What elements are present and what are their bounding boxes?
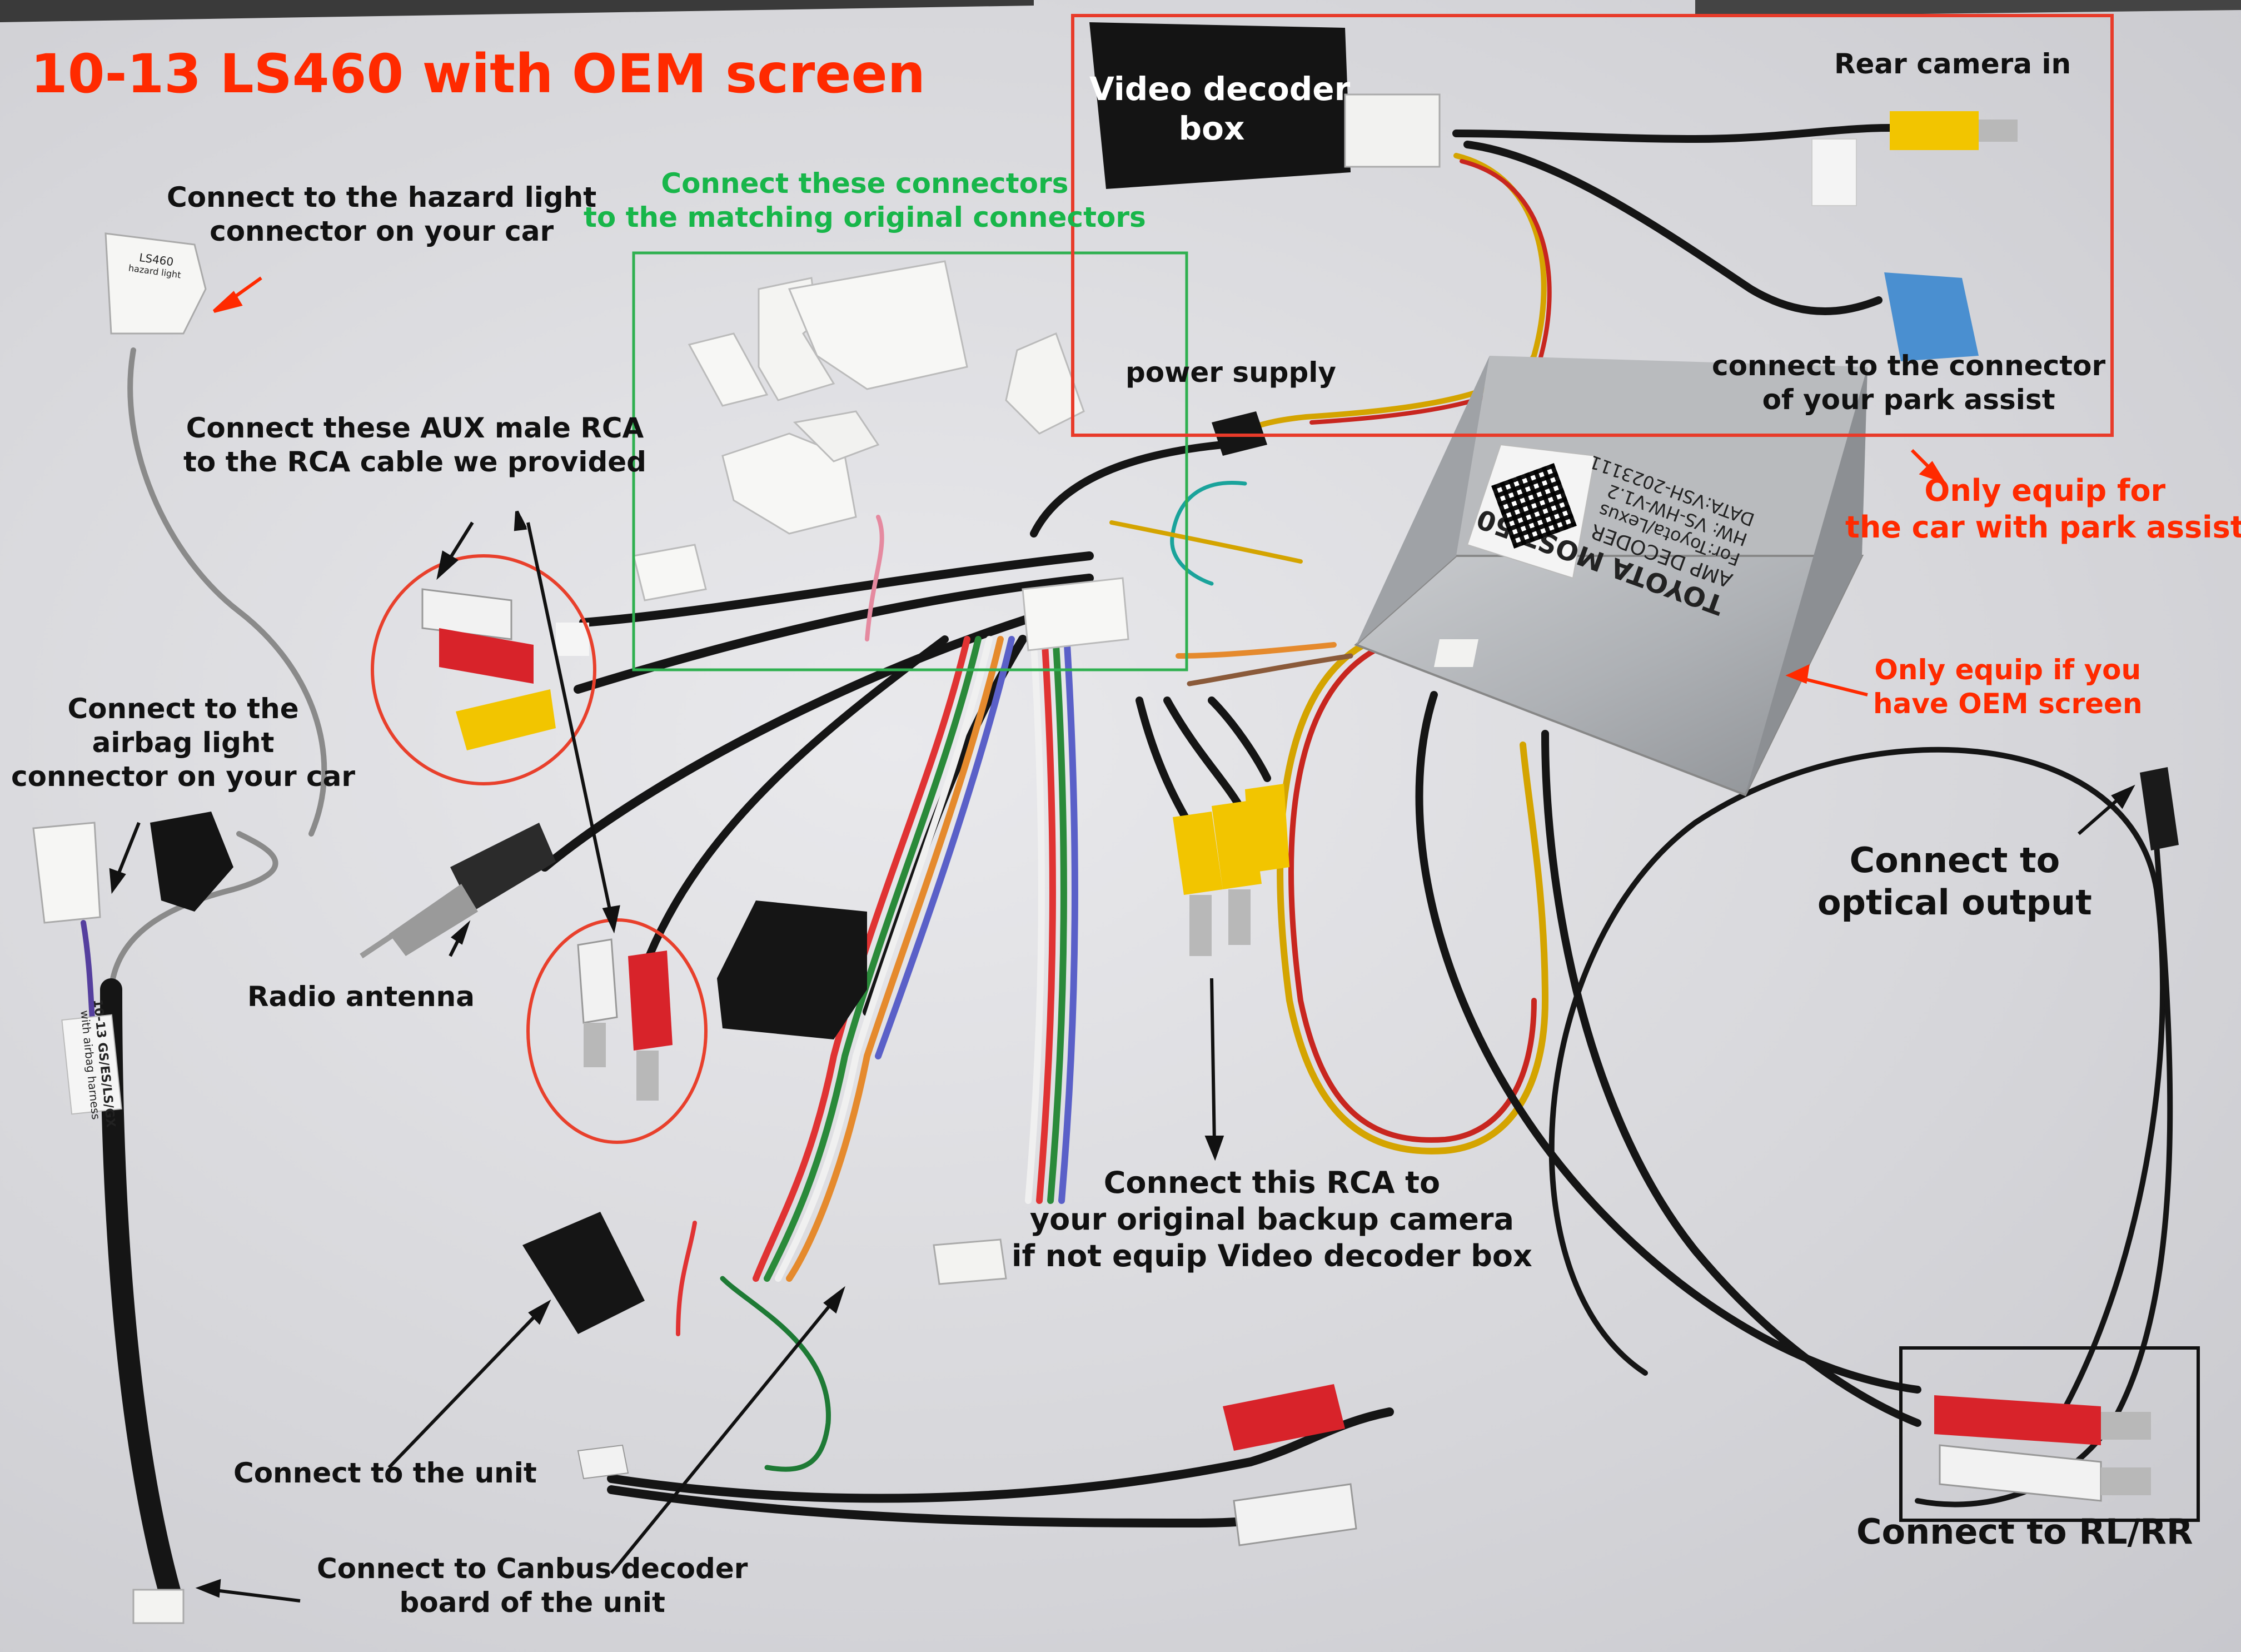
red-arrows — [212, 276, 1946, 696]
wire-bundle — [81, 124, 2173, 1612]
airbag-bottom-connector — [132, 1589, 185, 1624]
rl-rr-rca-plugs — [1934, 1395, 2151, 1502]
rl-rr-label: Connect to RL/RR — [1856, 1511, 2193, 1552]
hazard-connector — [104, 232, 207, 335]
rear-camera-rca — [1811, 111, 2018, 206]
video-rca-plugs — [1173, 784, 1289, 956]
page-title: 10-13 LS460 with OEM screen — [31, 43, 925, 105]
backup-camera-label: Connect this RCA to your original backup… — [1012, 1165, 1532, 1273]
video-decoder-label: Video decoder box — [1089, 70, 1351, 147]
airbag-black-connector — [150, 812, 233, 912]
amp-decoder-body — [1354, 356, 1868, 797]
table-edge — [0, 0, 1034, 22]
rear-camera-label: Rear camera in — [1834, 48, 2071, 80]
optical-plug — [2140, 767, 2179, 850]
bottom-rca-females — [1223, 1384, 1357, 1546]
connect-unit-label: Connect to the unit — [233, 1457, 537, 1489]
radio-antenna-plug — [360, 823, 556, 959]
airbag-connector — [32, 822, 101, 924]
red-frame — [1071, 14, 2114, 437]
canbus-label: Connect to Canbus decoder board of the u… — [317, 1553, 748, 1619]
aux-r-rca-plugs — [577, 938, 673, 1101]
main-black-connector — [717, 900, 867, 1039]
park-assist-connector — [1884, 272, 1979, 361]
aux-rca-circle — [371, 554, 596, 785]
optical-label: Connect to optical output — [1817, 840, 2092, 923]
rl-rr-frame — [1899, 1346, 2200, 1522]
aux-r-circle — [526, 918, 708, 1144]
table-edge-right — [1695, 0, 2241, 17]
power-supply-label: power supply — [1126, 356, 1336, 389]
park-assist-label: connect to the connector of your park as… — [1712, 350, 2106, 416]
airbag-label: Connect to the airbag light connector on… — [11, 693, 356, 793]
harness-tag — [61, 1014, 122, 1115]
green-connectors-label: Connect these connectors to the matching… — [584, 167, 1146, 233]
hazard-label: Connect to the hazard light connector on… — [167, 181, 597, 247]
white-harness-connector — [933, 1238, 1007, 1285]
radio-antenna-label: Radio antenna — [247, 981, 475, 1013]
only-oem-label: Only equip if you have OEM screen — [1873, 654, 2143, 720]
iso-black-connector — [522, 1212, 645, 1334]
black-arrows — [109, 510, 2135, 1603]
green-frame — [632, 251, 1188, 671]
aux-rca-plugs — [421, 588, 589, 750]
video-decoder-box-body — [1089, 22, 1441, 189]
canbus-connector — [577, 1444, 629, 1480]
oem-connectors — [633, 260, 1430, 657]
aux-rca-label: Connect these AUX male RCA to the RCA ca… — [183, 412, 646, 478]
only-park-assist-label: Only equip for the car with park assist — [1845, 473, 2241, 545]
